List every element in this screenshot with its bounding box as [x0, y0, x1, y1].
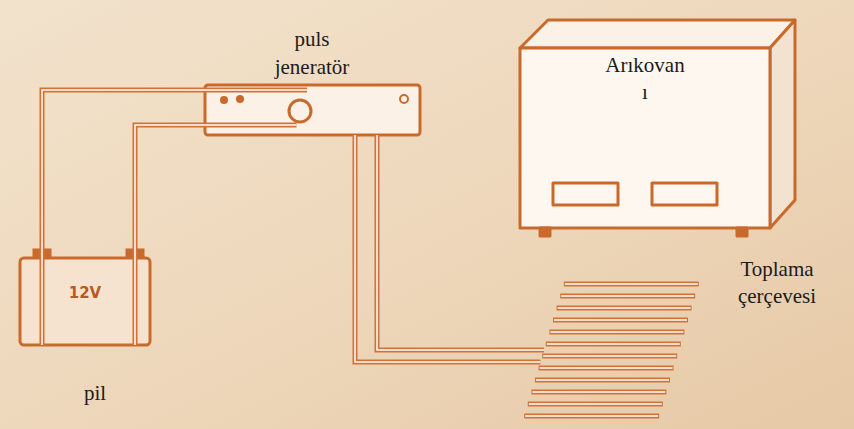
frame-bar — [536, 379, 669, 381]
wire-inner — [377, 135, 544, 350]
battery: 12Vpil — [20, 250, 150, 345]
frame-bar — [532, 391, 665, 393]
frame-bar — [565, 283, 698, 285]
wire — [377, 135, 544, 350]
wire — [42, 90, 307, 345]
wire-outer — [42, 90, 307, 345]
frame-bar — [554, 319, 687, 321]
frame-bar — [546, 342, 681, 347]
frame-bar — [564, 282, 699, 287]
frame-bar — [525, 415, 658, 417]
node-label: puls jeneratör — [275, 26, 350, 81]
node-label: Arıkovan ı — [602, 52, 687, 107]
beehive: Arıkovan ı — [520, 48, 770, 228]
frame-bar — [528, 402, 663, 407]
node-caption: pil — [84, 380, 106, 407]
pulse-generator: puls jeneratör — [205, 85, 420, 135]
wire-inner — [42, 90, 307, 345]
wire-outer — [135, 125, 297, 345]
frame-bar — [543, 355, 676, 357]
frame-bar — [560, 294, 695, 299]
collection-frame-drawing — [524, 284, 699, 416]
wire-outer — [355, 135, 540, 362]
frame-bar — [531, 390, 666, 395]
frame-bar — [529, 403, 662, 405]
wire — [135, 125, 297, 345]
node-label: 12V — [69, 284, 101, 304]
frame-bar — [558, 307, 691, 309]
frame-bar — [547, 343, 680, 345]
frame-bar — [557, 306, 692, 311]
collection-frame: Toplama çerçevesi — [520, 278, 710, 428]
frame-bar — [553, 318, 688, 323]
frame-bar — [550, 331, 683, 333]
wire-outer — [377, 135, 544, 350]
beehive-drawing — [520, 20, 795, 236]
wire-inner — [135, 125, 297, 345]
node-label: Toplama çerçevesi — [738, 256, 816, 311]
frame-bar — [539, 366, 674, 371]
wire — [355, 135, 540, 362]
frame-bar — [561, 295, 694, 297]
frame-bar — [524, 414, 659, 419]
wire-inner — [355, 135, 540, 362]
frame-bar — [549, 330, 684, 335]
frame-bar — [542, 354, 677, 359]
frame-bar — [540, 367, 673, 369]
frame-bar — [535, 378, 670, 383]
